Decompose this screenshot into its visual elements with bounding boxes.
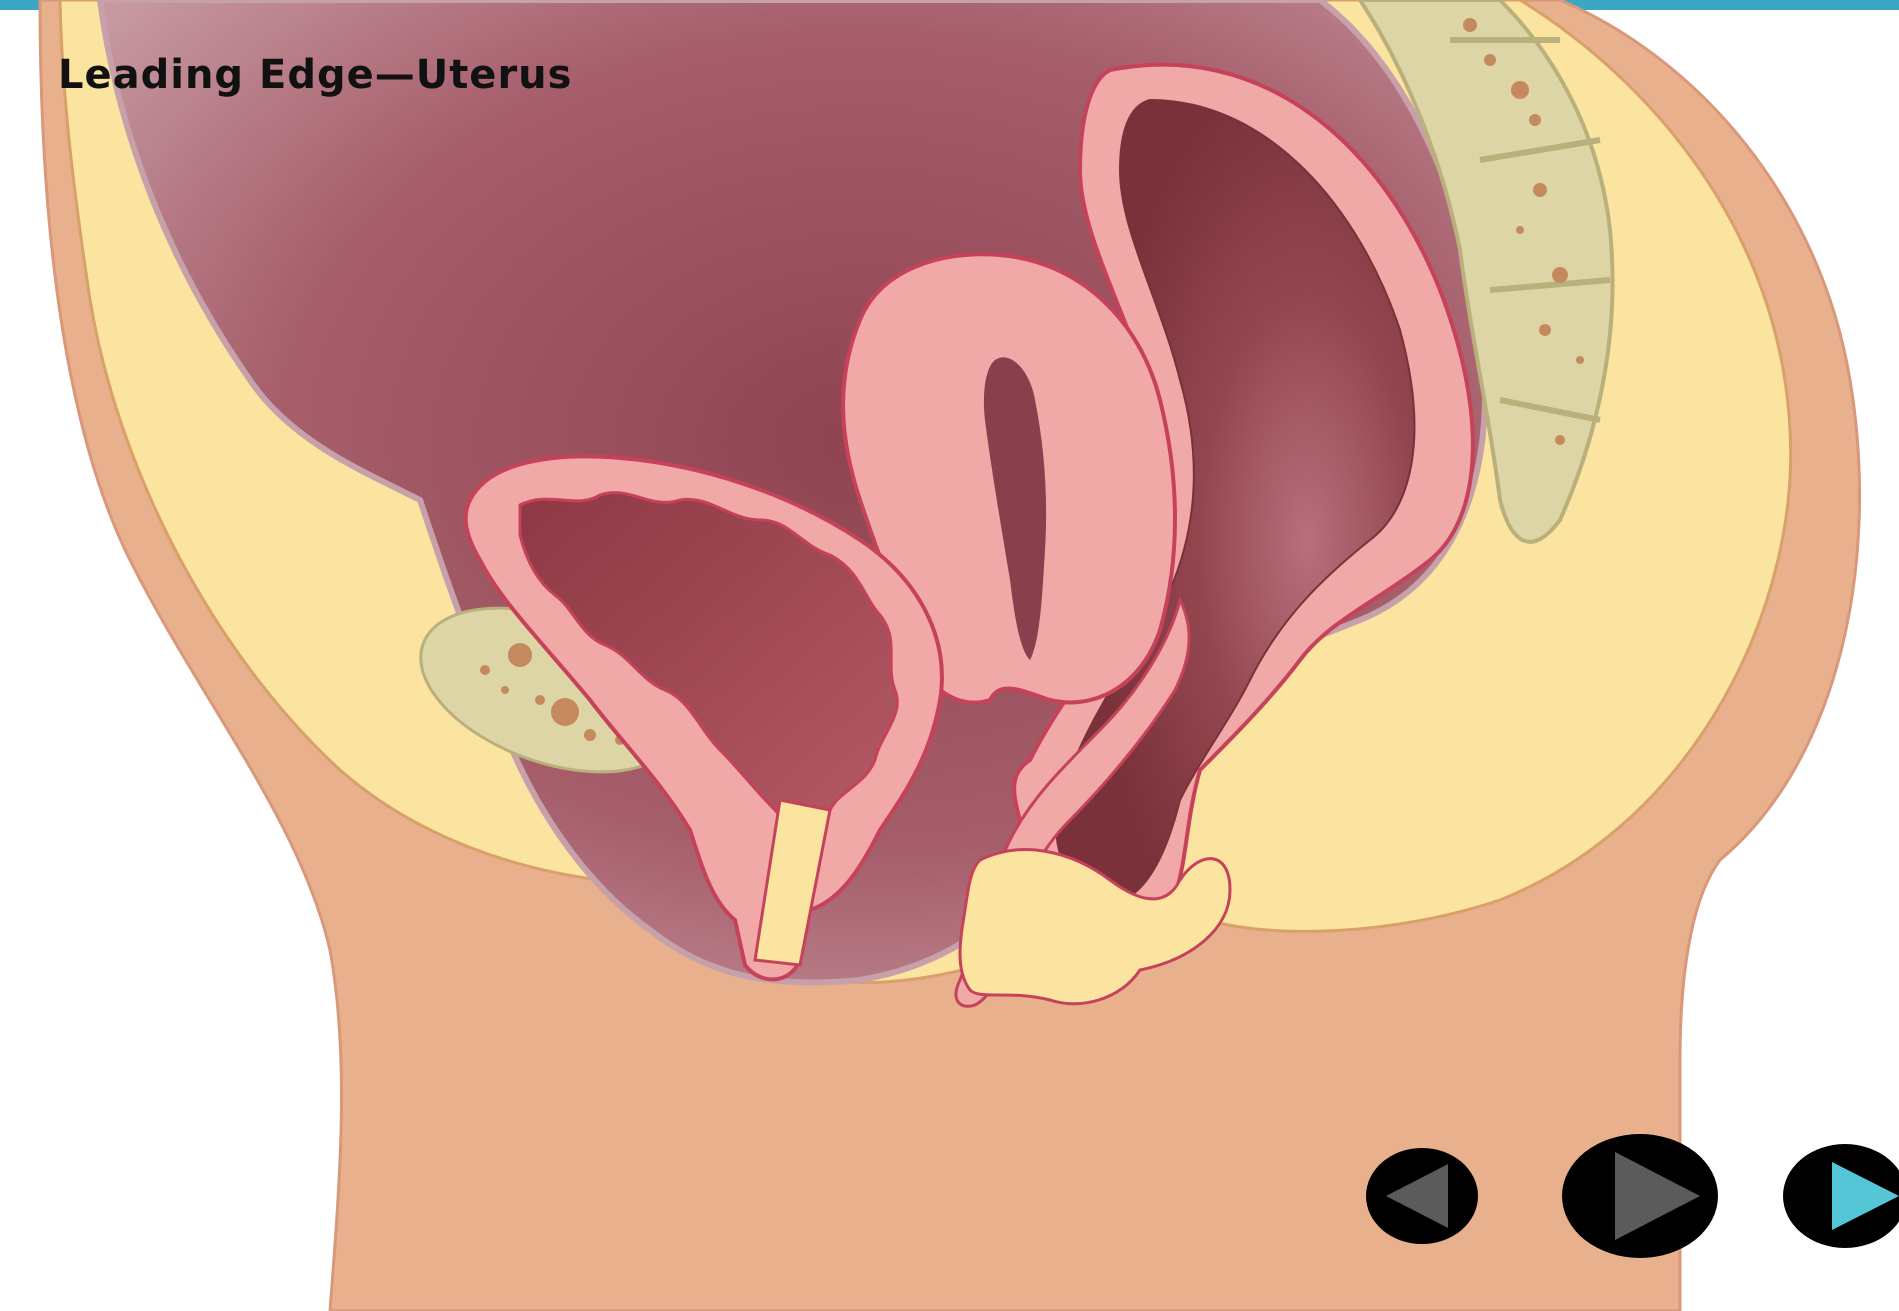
diagram-title: Leading Edge—Uterus xyxy=(58,52,572,98)
previous-button[interactable] xyxy=(1366,1148,1478,1244)
play-button[interactable] xyxy=(1562,1134,1718,1258)
